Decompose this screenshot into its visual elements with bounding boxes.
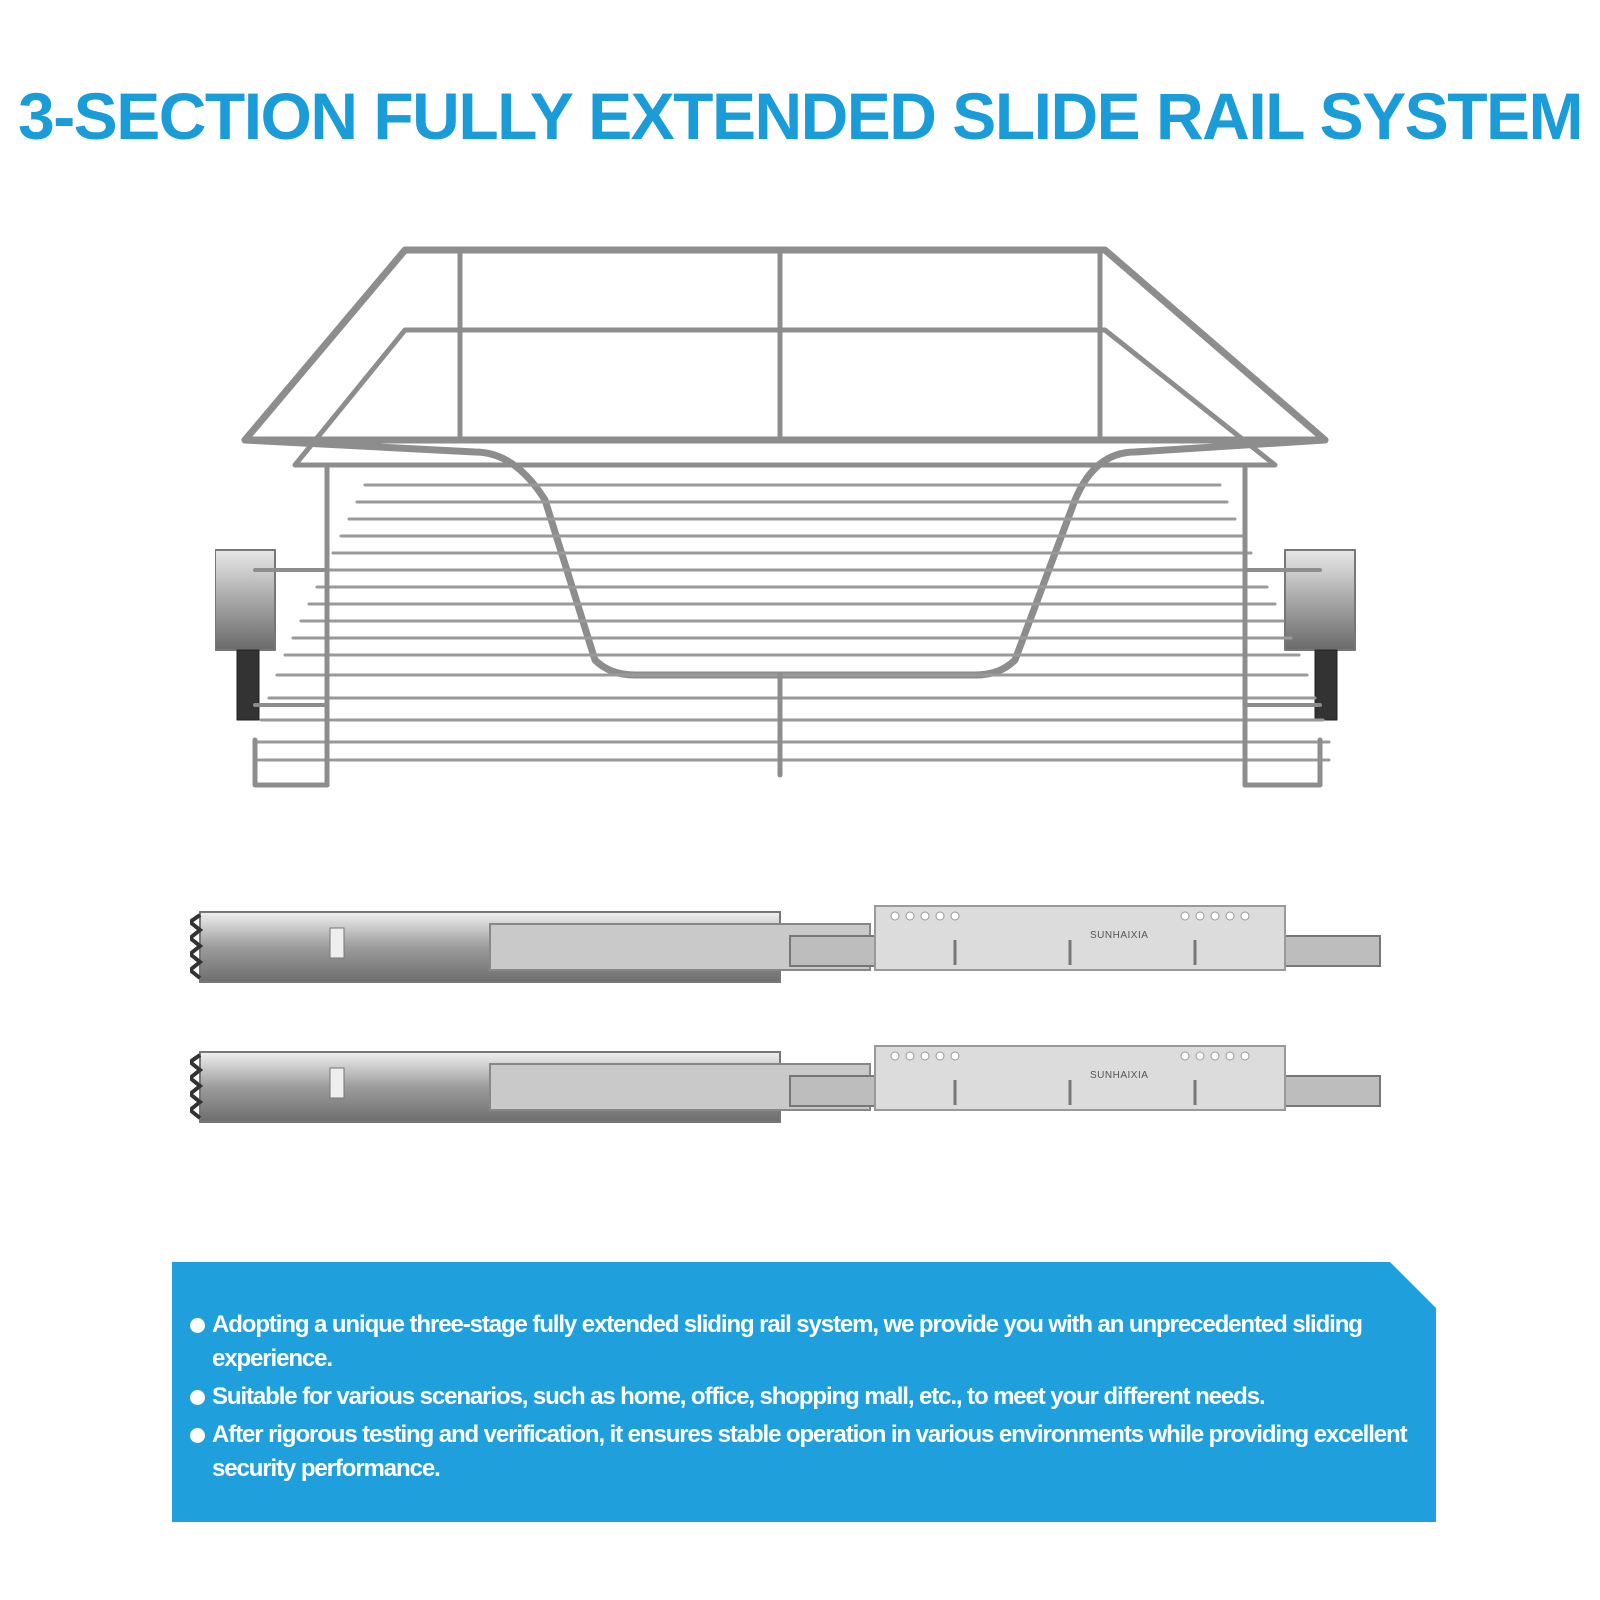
rail-brand-label: SUNHAIXIA <box>1090 1070 1149 1081</box>
bullet-dot-icon <box>190 1318 205 1333</box>
feature-text: Adopting a unique three-stage fully exte… <box>212 1311 1363 1372</box>
slide-rail-image <box>186 1045 1381 1123</box>
rail-brand-label: SUNHAIXIA <box>1090 930 1149 941</box>
slide-rail-1: SUNHAIXIA <box>186 900 1430 1010</box>
bullet-dot-icon <box>190 1390 205 1405</box>
page-title: 3-SECTION FULLY EXTENDED SLIDE RAIL SYST… <box>17 79 1584 153</box>
bullet-dot-icon <box>190 1428 205 1443</box>
feature-item: After rigorous testing and verification,… <box>190 1418 1416 1486</box>
slide-rail-2: SUNHAIXIA <box>186 1040 1430 1150</box>
feature-panel: Adopting a unique three-stage fully exte… <box>172 1262 1436 1522</box>
wire-basket-image <box>215 246 1356 788</box>
feature-item: Adopting a unique three-stage fully exte… <box>190 1308 1416 1376</box>
slide-rail-image <box>186 905 1381 983</box>
feature-text: After rigorous testing and verification,… <box>212 1421 1408 1482</box>
feature-text: Suitable for various scenarios, such as … <box>212 1383 1266 1410</box>
feature-list: Adopting a unique three-stage fully exte… <box>172 1262 1436 1486</box>
feature-item: Suitable for various scenarios, such as … <box>190 1380 1416 1414</box>
